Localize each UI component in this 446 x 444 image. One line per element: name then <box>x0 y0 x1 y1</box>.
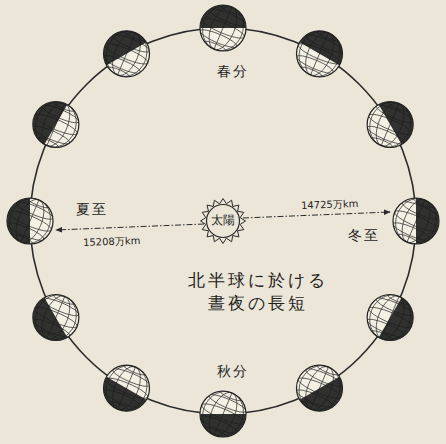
orbit <box>30 28 416 414</box>
earth-globe <box>26 94 86 154</box>
night-side <box>104 377 147 412</box>
season-label: 夏至 <box>76 202 108 217</box>
earth-globe <box>193 0 253 58</box>
distance-line <box>243 212 390 218</box>
earth-globe <box>386 191 446 251</box>
earth-globe <box>26 287 86 347</box>
night-side <box>200 414 246 437</box>
earth-globe <box>289 358 349 418</box>
earth-globe <box>193 384 253 444</box>
season-label: 冬至 <box>348 228 380 243</box>
night-side <box>416 198 439 244</box>
diagram-title: 北半球に於ける 晝夜の長短 <box>178 269 338 315</box>
node-label: 太陽 <box>211 214 235 227</box>
earth-globe <box>360 94 420 154</box>
distance-line <box>56 224 204 230</box>
night-side <box>379 102 414 145</box>
distance-label: 15208万km <box>81 234 143 247</box>
earth-globe <box>289 24 349 84</box>
night-side <box>200 5 246 28</box>
sun-symbol <box>201 199 246 244</box>
night-side <box>33 298 68 341</box>
distance-label: 14725万km <box>299 197 361 210</box>
earth-globe <box>360 287 420 347</box>
sun-circle: 太陽 <box>211 214 235 227</box>
night-side <box>33 102 68 145</box>
season-label: 春分 <box>217 64 249 79</box>
night-side <box>104 31 147 66</box>
night-side <box>379 298 414 341</box>
night-side <box>300 377 343 412</box>
earth-globe <box>96 358 156 418</box>
night-side <box>7 198 30 244</box>
season-label: 秋分 <box>217 364 249 379</box>
earth-globe <box>0 191 60 251</box>
night-side <box>300 31 343 66</box>
sun-disc <box>207 205 240 238</box>
sun-rays <box>201 199 246 244</box>
earth-globe <box>96 24 156 84</box>
